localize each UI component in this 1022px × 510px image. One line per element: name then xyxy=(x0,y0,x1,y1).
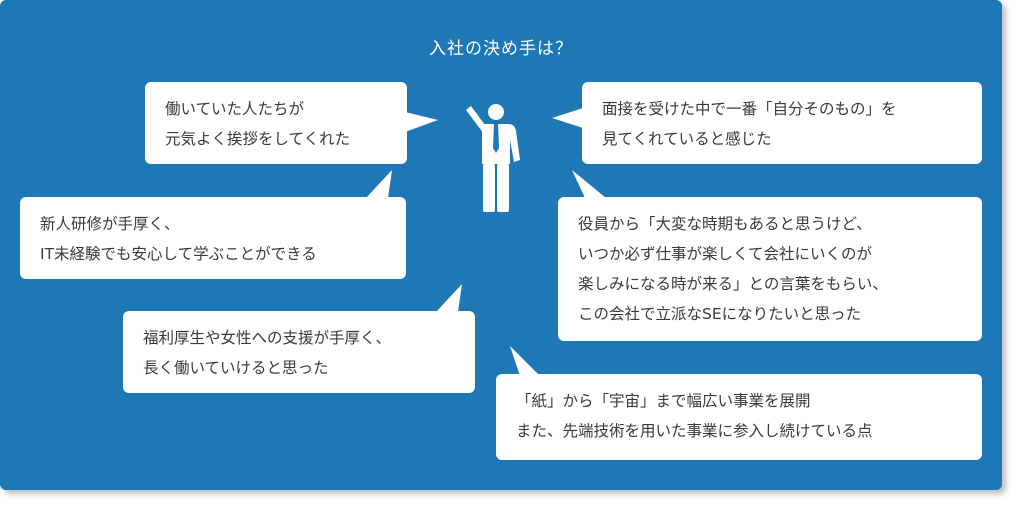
diagram-title: 入社の決め手は？ xyxy=(429,39,573,59)
bubble-4-line-1: 役員から「大変な時期もあると思うけど、 xyxy=(578,215,872,233)
bubble-tail-1 xyxy=(405,112,438,132)
speech-bubble-5: 福利厚生や女性への支援が手厚く、 長く働いていけると思った xyxy=(123,311,475,393)
bubble-4-line-3: 楽しみになる時が来る」との言葉をもらい、 xyxy=(578,275,888,293)
bubble-2-line-1: 面接を受けた中で一番「自分そのもの」を xyxy=(602,100,897,118)
bubble-6-line-2: また、先端技術を用いた事業に参入し続けている点 xyxy=(516,422,873,440)
bubble-tail-4 xyxy=(572,170,606,198)
bubble-tails xyxy=(366,108,606,376)
speech-bubble-6: 「紙」から「宇宙」まで幅広い事業を展開 また、先端技術を用いた事業に参入し続けて… xyxy=(496,374,982,460)
bubble-tail-5 xyxy=(436,284,462,312)
bubble-3-line-2: IT未経験でも安心して学ぶことができる xyxy=(40,245,317,263)
bubble-1-line-1: 働いていた人たちが xyxy=(165,100,305,118)
bubble-tail-3 xyxy=(366,170,392,198)
bubble-4-line-2: いつか必ず仕事が楽しくて会社にいくのが xyxy=(578,245,873,263)
bubble-5-line-1: 福利厚生や女性への支援が手厚く、 xyxy=(143,329,392,347)
speech-bubble-1: 働いていた人たちが 元気よく挨拶をしてくれた xyxy=(145,82,407,164)
speech-bubble-2: 面接を受けた中で一番「自分そのもの」を 見てくれていると感じた xyxy=(582,82,982,164)
bubble-1-line-2: 元気よく挨拶をしてくれた xyxy=(165,130,351,148)
speech-bubble-3: 新人研修が手厚く、 IT未経験でも安心して学ぶことができる xyxy=(20,197,406,279)
bubble-tail-2 xyxy=(552,108,583,128)
bubble-5-line-2: 長く働いていけると思った xyxy=(143,359,329,377)
bubble-tail-6 xyxy=(510,346,540,376)
bubble-2-line-2: 見てくれていると感じた xyxy=(602,130,772,148)
speech-bubble-4: 役員から「大変な時期もあると思うけど、 いつか必ず仕事が楽しくて会社にいくのが … xyxy=(558,197,982,341)
bubble-3-line-1: 新人研修が手厚く、 xyxy=(40,215,180,233)
diagram-panel: 入社の決め手は？ 働いていた人たちが 元気よく挨拶をしてくれた 面接を受 xyxy=(0,0,1002,490)
person-raising-hand-icon xyxy=(466,104,520,212)
bubble-6-line-1: 「紙」から「宇宙」まで幅広い事業を展開 xyxy=(516,392,811,410)
bubble-4-line-4: この会社で立派なSEになりたいと思った xyxy=(578,305,862,323)
